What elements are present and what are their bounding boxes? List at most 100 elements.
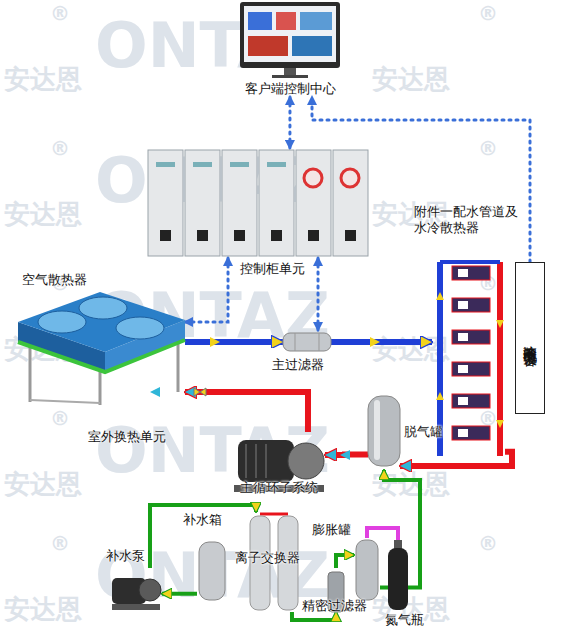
screen-panel [248,36,288,56]
radiator-fan [38,311,86,333]
cabinet-gauge [341,169,359,187]
plate-label [458,301,468,309]
watermark-mark: ® [478,137,498,159]
makeup-pipe [292,612,336,620]
cold-plate [452,362,490,376]
flow-arrow [370,337,380,347]
cabinet-switch [197,230,208,241]
component-label: 离子交换器 [235,550,315,566]
cabinet-panel [222,150,257,256]
component-label: 补水箱 [183,512,233,528]
radiator-node: 空气散热器 [15,290,185,405]
plate-label [458,365,468,373]
motor-fin [265,444,267,478]
cabinet-switch [308,230,319,241]
plate-label [458,429,468,437]
nitrogen-bottle-illustration [388,540,408,610]
watermark-text: 安达恩 [4,595,82,624]
screen-panel [276,12,296,30]
component-label: 液冷却电子电力设备 [516,263,544,413]
makeup-pump-illustration [112,578,161,610]
cabinet-switch [345,230,356,241]
flow-arrow [496,320,504,328]
gas-pipe [367,528,398,540]
bottle-neck [394,540,402,549]
makeup-pipe [336,555,354,568]
watermark-logo: ONTAZ [95,147,330,215]
tank-body [356,540,378,600]
flow-arrow [436,392,444,400]
cabinet-switch [160,230,171,241]
makeup-tank-illustration [199,542,225,600]
cold-plate [452,298,490,312]
monitor-base [272,75,308,78]
valve-symbol [194,388,206,396]
watermark-text: 安达恩 [4,470,82,499]
expansion-tank-illustration [356,540,378,600]
pump-motor [238,440,294,482]
flow-arrow [496,420,504,428]
signal-line [312,97,530,262]
watermark-mark: ® [478,407,498,429]
makeup-pipe [162,592,197,596]
cold-plate [452,330,490,344]
connector-group [150,97,530,620]
plate-label [458,333,468,341]
component-label: 氮气瓶 [385,612,435,628]
motor-fin [245,444,247,478]
component-label: 主过滤器 [272,357,342,373]
radiator-fan [79,297,127,319]
cabinet-panel [333,150,368,256]
tank-body [368,396,400,466]
return-pipe [325,452,368,458]
watermark-mark: ® [50,532,70,554]
filter-node: 精密过滤器 [326,568,346,612]
plate-label [458,397,468,405]
radiator-frame [30,400,100,403]
cabinet-panel [296,150,331,256]
radiator-leg [177,338,180,392]
component-label: 客户端控制中心 [233,81,347,97]
watermark-mark: ® [50,407,70,429]
radiator-front [18,322,105,372]
component-label: 膨胀罐 [312,522,357,538]
pump-motor [112,578,146,604]
component-label: 精密过滤器 [302,598,377,614]
cold-plate [452,266,490,280]
cabinet-panel [148,150,183,256]
monitor-node: 客户端控制中心 [233,0,347,97]
component-label: 附件一配水管道及 水冷散热器 [414,204,524,236]
cabinet-gauge [304,169,322,187]
cabinet-switch [234,230,245,241]
flow-arrow [210,337,220,347]
equipment-box: 液冷却电子电力设备 [515,262,545,414]
component-label: 控制柜单元 [240,261,340,277]
cabinet-display [156,162,175,167]
pump-volute [139,579,161,601]
watermark-text: 安达恩 [4,335,82,364]
watermark-logo: ONTAZ [95,417,330,485]
filter-illustration [283,333,331,351]
watermark-mark: ® [50,2,70,24]
return-pipe [185,392,308,432]
watermark-mark: ® [50,137,70,159]
plate-label [458,269,468,277]
pump-node: 补水泵 [110,568,162,612]
filter-ring [295,333,296,351]
signal-line [316,258,319,330]
bottle-node: 氮气瓶 [386,540,410,610]
ion-pipe [260,513,288,516]
flow-arrow [436,292,444,300]
return-manifold [497,262,503,456]
flow-arrow [340,450,350,460]
filter-ring [319,333,320,351]
cabinet-node: 控制柜单元 [145,148,370,258]
cabinet-display [267,162,286,167]
flow-arrow [150,387,160,397]
component-label: 空气散热器 [22,272,122,288]
cabinet-switch [271,230,282,241]
monitor-screen [244,6,336,62]
screen-panel [248,12,272,30]
